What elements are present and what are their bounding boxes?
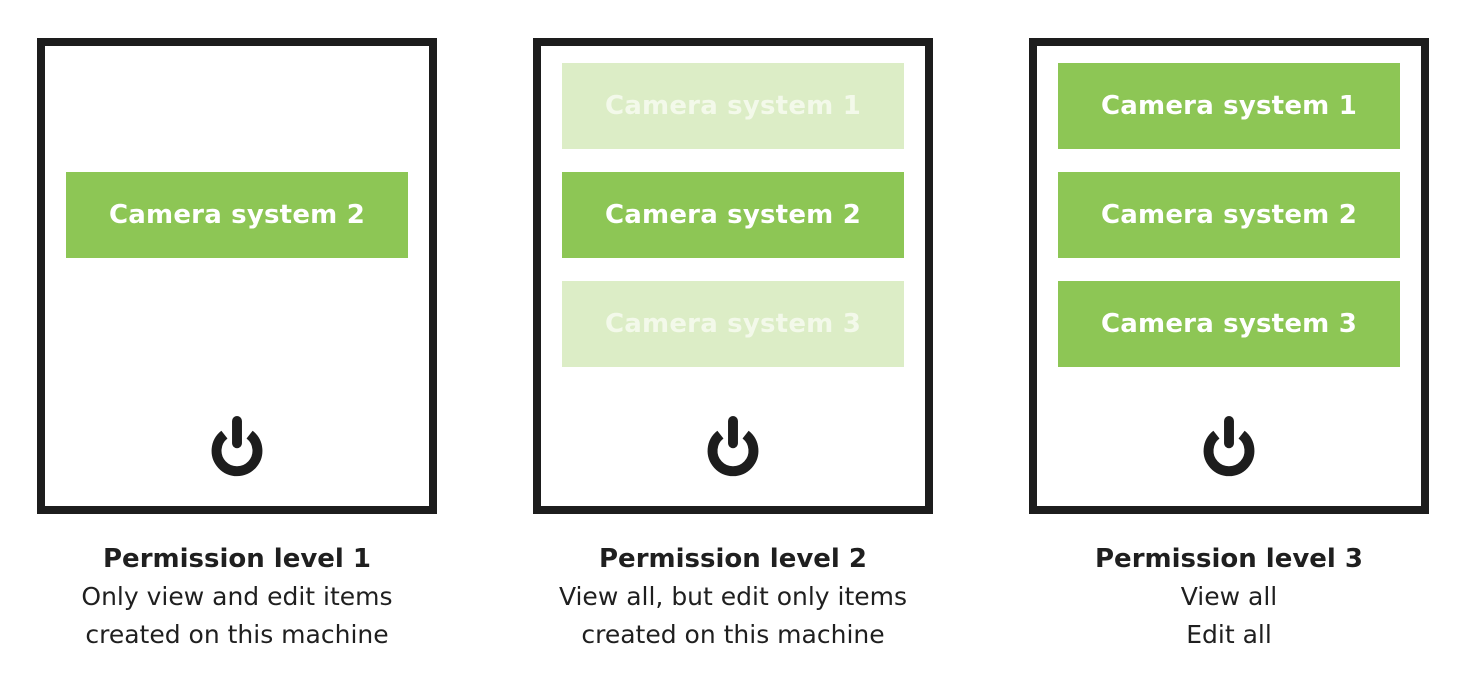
device-screen-3: Camera system 1 Camera system 2 Camera s… (1029, 38, 1429, 514)
camera-system-1-button[interactable]: Camera system 1 (1058, 63, 1400, 149)
panel-permission-level-1: Camera system 2 Permission level 1 Only … (37, 38, 437, 681)
caption-line: View all (1180, 582, 1278, 611)
device-screen-2: Camera system 1 Camera system 2 Camera s… (533, 38, 933, 514)
camera-button-list: Camera system 1 Camera system 2 Camera s… (1058, 63, 1400, 367)
caption-title: Permission level 2 (599, 544, 867, 574)
caption-3: Permission level 3 View all Edit all (1029, 540, 1429, 654)
caption-line: Edit all (1186, 620, 1272, 649)
camera-button-list: Camera system 2 (66, 63, 408, 367)
caption-line: Only view and edit items (81, 582, 393, 611)
panel-permission-level-2: Camera system 1 Camera system 2 Camera s… (533, 38, 933, 681)
panel-permission-level-3: Camera system 1 Camera system 2 Camera s… (1029, 38, 1429, 681)
power-icon[interactable] (206, 414, 268, 480)
camera-system-2-button[interactable]: Camera system 2 (562, 172, 904, 258)
power-icon[interactable] (1198, 414, 1260, 480)
caption-2: Permission level 2 View all, but edit on… (533, 540, 933, 654)
caption-line: created on this machine (581, 620, 885, 649)
camera-system-3-button[interactable]: Camera system 3 (562, 281, 904, 367)
camera-system-3-button[interactable]: Camera system 3 (1058, 281, 1400, 367)
caption-title: Permission level 3 (1095, 544, 1363, 574)
caption-line: View all, but edit only items (558, 582, 908, 611)
power-icon[interactable] (702, 414, 764, 480)
caption-1: Permission level 1 Only view and edit it… (37, 540, 437, 654)
caption-title: Permission level 1 (103, 544, 371, 574)
camera-button-list: Camera system 1 Camera system 2 Camera s… (562, 63, 904, 367)
camera-system-2-button[interactable]: Camera system 2 (1058, 172, 1400, 258)
camera-system-2-button[interactable]: Camera system 2 (66, 172, 408, 258)
camera-system-1-button[interactable]: Camera system 1 (562, 63, 904, 149)
caption-line: created on this machine (85, 620, 389, 649)
device-screen-1: Camera system 2 (37, 38, 437, 514)
